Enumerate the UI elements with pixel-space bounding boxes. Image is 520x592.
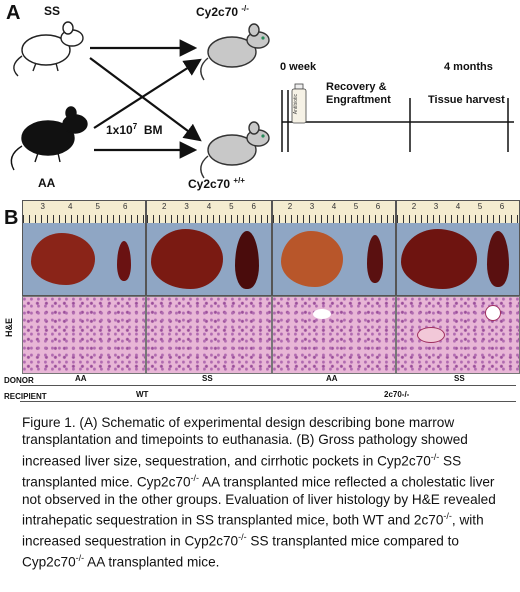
recipient-row-label: RECIPIENT bbox=[4, 392, 47, 401]
panel-b-label: B bbox=[4, 207, 19, 229]
phase-harvest-label: Tissue harvest bbox=[428, 94, 505, 106]
recipient-wt: WT bbox=[136, 390, 149, 399]
donor-row-label: DONOR bbox=[4, 376, 34, 385]
liver-specimen bbox=[401, 229, 477, 289]
spleen-specimen bbox=[117, 241, 131, 281]
phase-recovery-label: Recovery & bbox=[326, 81, 387, 93]
aa-donor-mouse-icon bbox=[10, 106, 88, 171]
donor-ss-2: SS bbox=[454, 374, 465, 383]
histology-ko-aa bbox=[272, 296, 396, 374]
sinusoid-space bbox=[313, 309, 331, 319]
donor-aa-2: AA bbox=[326, 374, 338, 383]
transplant-schematic bbox=[10, 21, 270, 179]
spleen-specimen bbox=[367, 235, 383, 283]
recipient-ko: 2c70-/- bbox=[384, 390, 410, 399]
ss-donor-mouse-icon bbox=[13, 21, 84, 77]
he-stain-label: H&E bbox=[4, 318, 14, 338]
liver-specimen bbox=[31, 233, 95, 285]
sequestration-pocket bbox=[417, 327, 445, 343]
wt-recipient-mouse-icon bbox=[200, 121, 270, 179]
ss-donor-label: SS bbox=[44, 4, 61, 18]
ko-recipient-label: Cy2c70 -/- bbox=[196, 4, 249, 19]
donor-divider bbox=[20, 385, 516, 386]
aa-donor-label: AA bbox=[38, 176, 56, 190]
donor-ss-1: SS bbox=[202, 374, 213, 383]
wt-recipient-label: Cy2c70 +/+ bbox=[188, 176, 245, 191]
antibiotic-bottle-icon bbox=[291, 83, 307, 124]
histology-wt-ss bbox=[146, 296, 272, 374]
histology-wt-aa bbox=[22, 296, 146, 374]
transplant-arrows bbox=[89, 39, 202, 159]
timeline-diagram bbox=[281, 83, 514, 152]
timeline-end-label: 4 months bbox=[444, 61, 493, 73]
recipient-divider bbox=[20, 401, 516, 402]
histology-ko-ss bbox=[396, 296, 520, 374]
antibiotic-bottle-label: Antibiotic bbox=[293, 94, 299, 115]
liver-specimen bbox=[151, 229, 223, 289]
spleen-specimen bbox=[487, 231, 509, 287]
timeline-start-label: 0 week bbox=[280, 61, 317, 73]
phase-engraftment-label: Engraftment bbox=[326, 94, 391, 106]
panel-a-label: A bbox=[6, 2, 21, 24]
bm-dose-label: 1x107 BM bbox=[106, 122, 163, 137]
donor-aa-1: AA bbox=[75, 374, 87, 383]
figure-caption: Figure 1. (A) Schematic of experimental … bbox=[22, 415, 496, 570]
liver-specimen bbox=[281, 231, 343, 287]
spleen-specimen bbox=[235, 231, 259, 289]
ko-recipient-mouse-icon bbox=[200, 23, 270, 81]
vessel-lumen bbox=[485, 305, 501, 321]
